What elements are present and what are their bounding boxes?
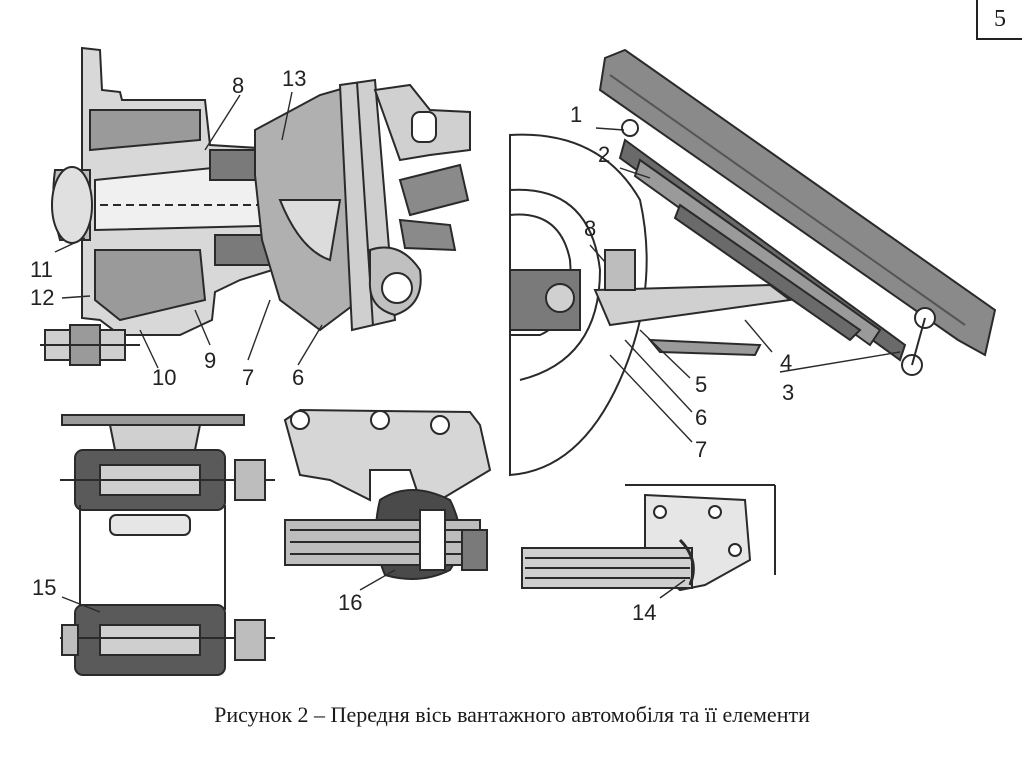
spring-label-8: 8 — [584, 216, 596, 241]
shackle-leader-line — [61, 596, 101, 613]
hub-label-6: 6 — [292, 365, 304, 390]
hub-label-13: 13 — [282, 66, 306, 91]
hub-label-9: 9 — [204, 348, 216, 373]
hub-section-drawing — [40, 46, 471, 366]
shackle-label-15: 15 — [32, 575, 56, 600]
page-number-text: 5 — [994, 5, 1006, 32]
spring-label-6: 6 — [695, 405, 707, 430]
hub-label-7: 7 — [242, 365, 254, 390]
bracket-leader-line — [359, 569, 396, 591]
spring-label-7: 7 — [695, 437, 707, 462]
figure-caption: Рисунок 2 – Передня вісь вантажного авто… — [214, 702, 810, 727]
spring-assembly-drawing — [509, 48, 997, 477]
hub-label-10: 10 — [152, 365, 176, 390]
spring-end-leader-line — [659, 579, 686, 599]
spring-label-5: 5 — [695, 372, 707, 397]
spring-label-2: 2 — [598, 142, 610, 167]
hub-leader-lines — [54, 91, 323, 369]
hub-label-12: 12 — [30, 285, 54, 310]
bracket-label-16: 16 — [338, 590, 362, 615]
spring-end-label-14: 14 — [632, 600, 656, 625]
spring-leader-lines — [589, 127, 901, 443]
shackle-drawing — [60, 414, 275, 676]
spring-label-1: 1 — [570, 102, 582, 127]
hub-label-11: 11 — [30, 257, 53, 282]
page-number: 5 — [976, 0, 1022, 40]
hub-label-8: 8 — [232, 73, 244, 98]
spring-label-4: 4 — [780, 350, 792, 375]
bracket-drawing — [283, 408, 492, 580]
spring-end-drawing — [521, 484, 776, 592]
spring-label-3: 3 — [782, 380, 794, 405]
